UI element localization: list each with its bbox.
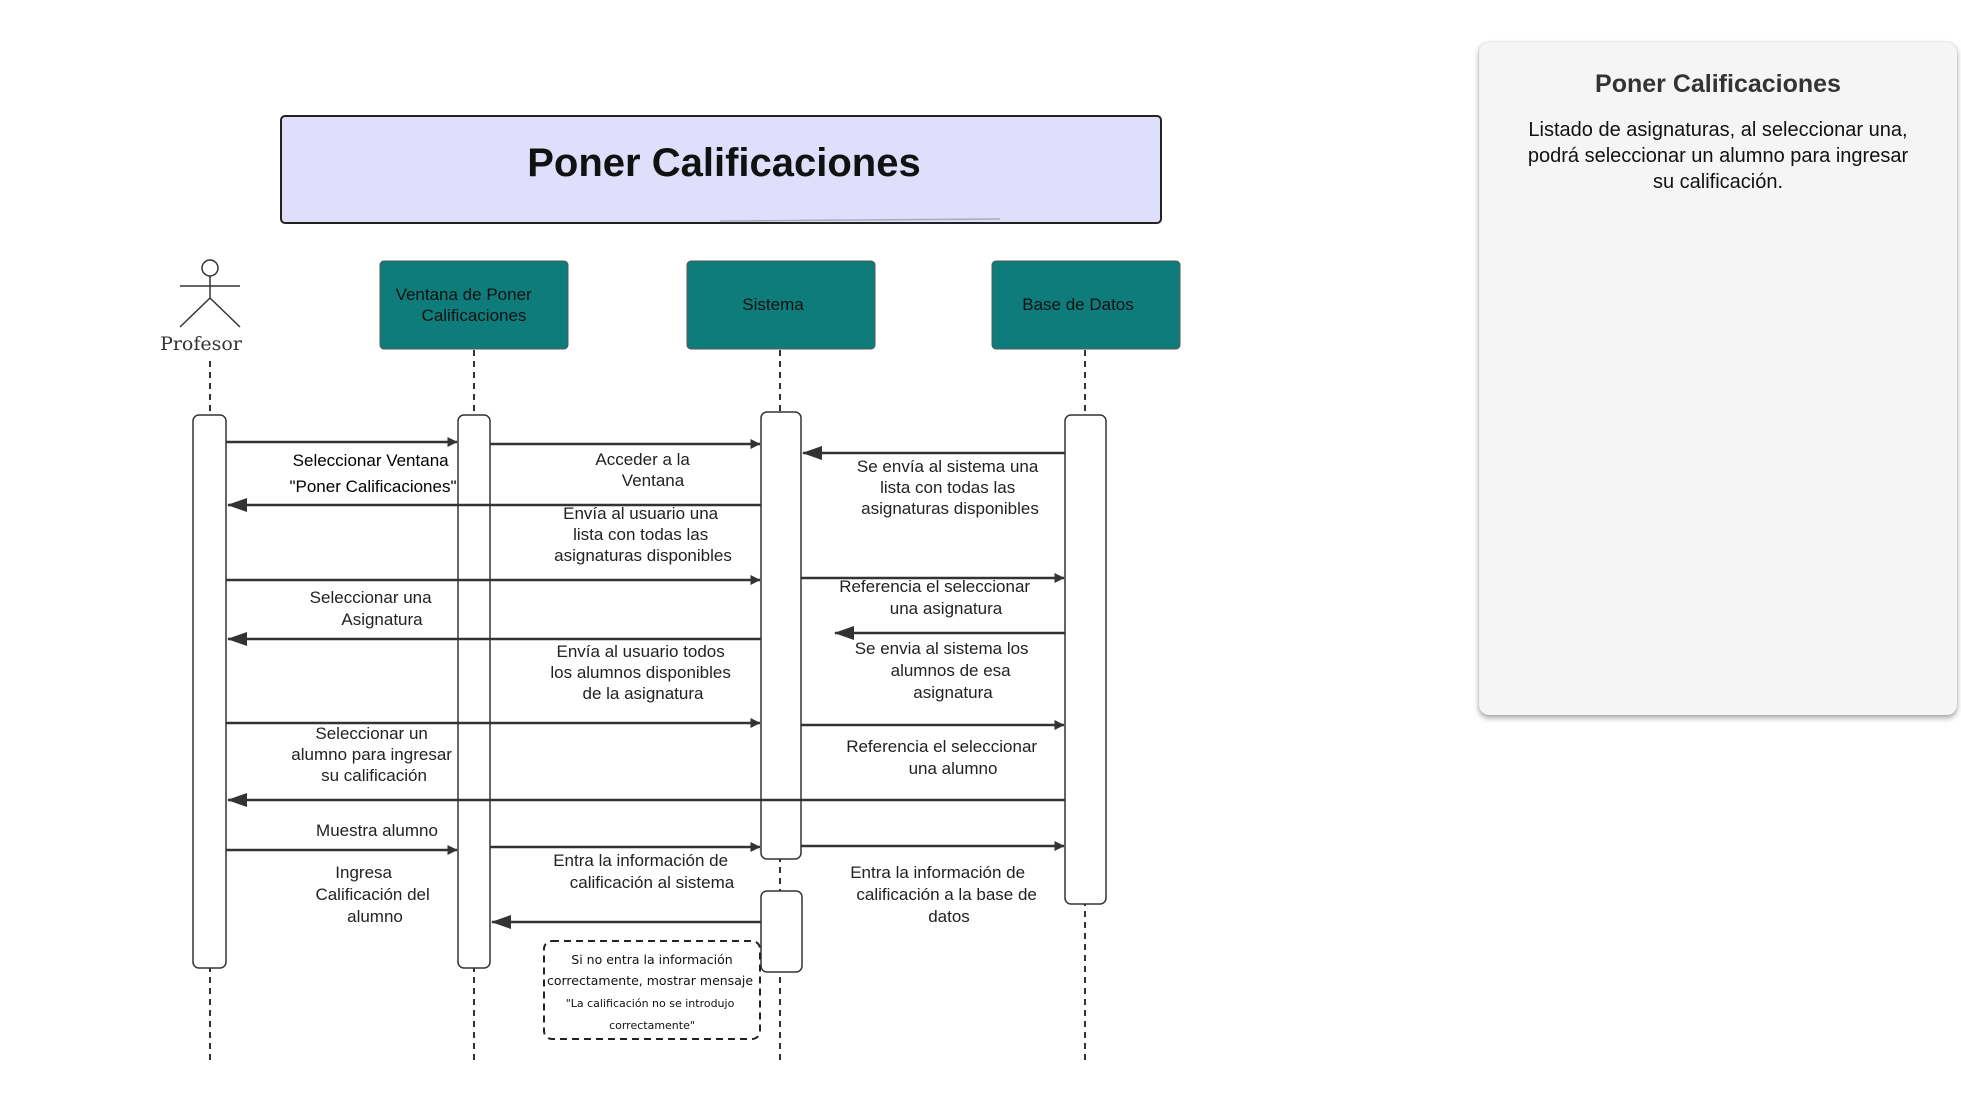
actor-profesor[interactable]: Profesor [160,259,243,355]
activations [192,411,1107,973]
diagram-title-box[interactable]: Poner Calificaciones [280,115,1162,224]
participant-label: Sistema [742,295,804,314]
panel-title: Poner Calificaciones [1595,70,1841,98]
activation-sistema [760,411,802,860]
msg-label-m13: Entra la información de calificación al … [553,851,735,892]
msg-label-m7: Se envia al sistema los alumnos de esa a… [855,639,1034,702]
svg-text:Ventana de Poner Calific: Ventana de Poner Calificaciones [396,285,537,325]
activation-sistema-2 [760,890,803,973]
activation-profesor [192,414,227,969]
note-text: Si no entra la información correctamente… [547,952,757,1032]
participant-label: Calificaciones [422,306,527,325]
msg-label-m5: Seleccionar una Asignatura [310,588,437,629]
msg-label-m3: Se envía al sistema una lista con todas … [857,457,1043,518]
activation-bd [1064,414,1107,905]
msg-label-m4: Envía al usuario una lista con todas las… [554,504,732,565]
messages-arrows [226,437,1065,929]
msg-label-m12: Ingresa Calificación del alumno [315,863,434,926]
msg-label-m1: Seleccionar Ventana "Poner Calificacione… [289,451,456,496]
participant-label: Ventana de Poner [396,285,532,304]
participant-sistema[interactable]: Sistema [686,260,876,350]
msg-label-m14: Entra la información de calificación a l… [850,863,1041,926]
participant-bd[interactable]: Base de Datos [991,260,1181,350]
msg-label-m11: Muestra alumno [316,821,438,840]
participant-label: Base de Datos [1022,295,1134,314]
panel-description: Listado de asignaturas, al seleccionar u… [1527,119,1909,193]
diagram-title: Poner Calificaciones [527,141,920,185]
stick-figure-icon [179,259,241,328]
msg-label-m6: Referencia el seleccionar una asignatura [839,577,1035,618]
msg-label-m2: Acceder a la Ventana [595,450,694,490]
msg-label-m8: Envía al usuario todos los alumnos dispo… [550,642,735,703]
actor-label: Profesor [160,333,243,355]
msg-label-m10: Referencia el seleccionar una alumno [846,737,1042,778]
info-panel[interactable]: Poner Calificaciones Listado de asignatu… [1479,42,1957,715]
participant-ventana[interactable]: Ventana de Poner Calificaciones [379,260,569,350]
condition-note[interactable]: Si no entra la información correctamente… [543,940,761,1040]
msg-label-m9: Seleccionar un alumno para ingresar su c… [291,724,456,785]
activation-ventana [457,414,491,969]
message-labels: Seleccionar Ventana "Poner Calificacione… [289,450,1043,926]
